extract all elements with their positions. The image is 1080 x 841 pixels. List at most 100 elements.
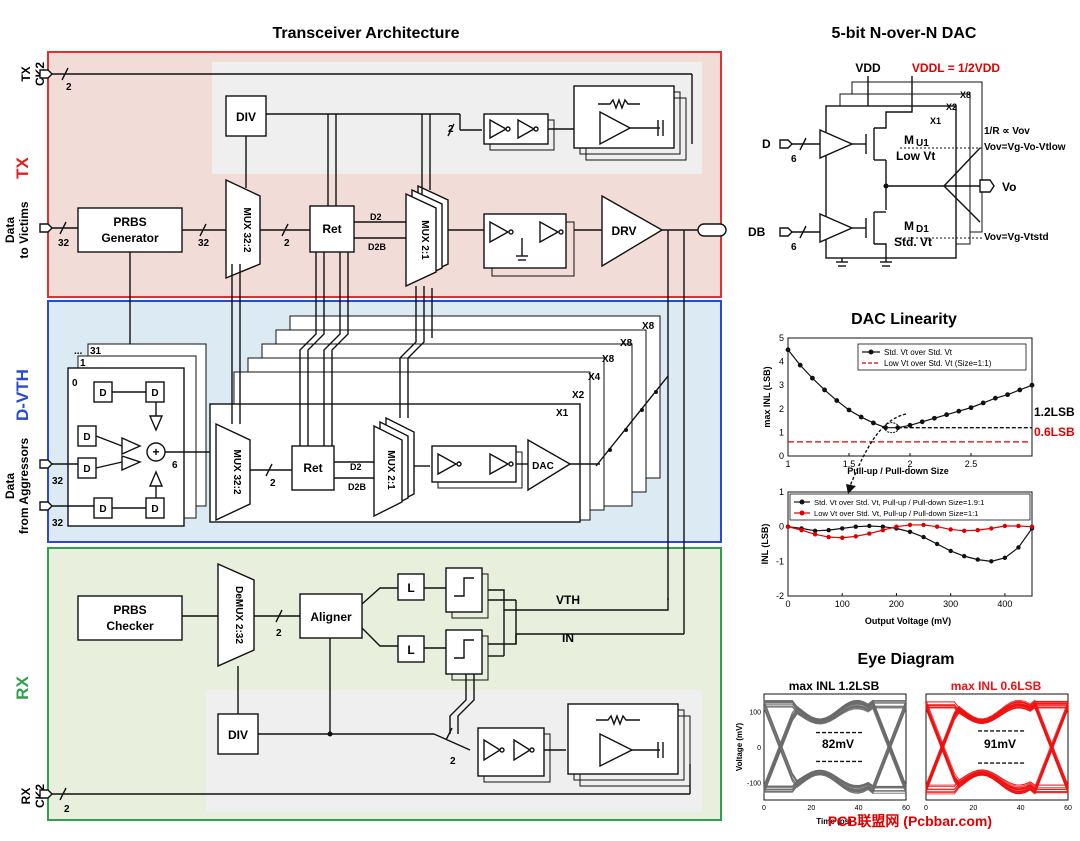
dvth-region-label: D-VTH [13, 369, 32, 421]
dac-db-bus: 6 [791, 242, 797, 253]
lin-bot-point [853, 534, 858, 539]
eye-trace [764, 704, 907, 791]
eye-title: Eye Diagram [858, 651, 955, 668]
lin-bot-point [894, 524, 899, 529]
eye-xtick-label: 0 [924, 805, 928, 812]
dac-db-input: DB [748, 225, 766, 239]
eye-trace [926, 707, 1069, 793]
dac-vo-label: Vo [1002, 180, 1016, 194]
svg-text:DeMUX 2:32: DeMUX 2:32 [233, 586, 244, 644]
svg-text:U1: U1 [916, 138, 929, 149]
linearity-callout-arrow [849, 413, 907, 487]
dac-title: 5-bit N-over-N DAC [832, 25, 977, 42]
svg-text:Checker: Checker [106, 619, 154, 633]
svg-text:D1: D1 [916, 224, 929, 235]
eye-left-title: max INL 1.2LSB [789, 679, 880, 693]
svg-text:+: + [152, 445, 159, 459]
lin-bot-point [1016, 545, 1021, 550]
lin-bot-point [948, 527, 953, 532]
dac-d-input: D [762, 137, 771, 151]
lin-top-point [822, 387, 827, 393]
lin-top-point [1017, 387, 1023, 393]
tx-ret-block [309, 205, 355, 253]
svg-text:D2: D2 [370, 212, 382, 222]
svg-text:RX: RX [19, 788, 33, 805]
dac-d-bus: 6 [791, 154, 797, 165]
svg-text:M: M [904, 219, 914, 233]
eye-trace [926, 705, 1068, 723]
linearity-ann-12: 1.2LSB [1034, 405, 1075, 419]
lin-top-point [785, 347, 791, 353]
svg-text:MUX 2:1: MUX 2:1 [385, 450, 396, 490]
svg-text:2: 2 [448, 124, 454, 135]
eye-trace [763, 699, 907, 786]
svg-text:2: 2 [276, 628, 282, 639]
rx-aligner-block [299, 593, 363, 639]
lin-bot-point [880, 524, 886, 529]
lin-top-point [846, 407, 852, 413]
eye-ylabel: Voltage (mV) [735, 723, 744, 772]
svg-text:2: 2 [66, 82, 72, 93]
svg-text:PRBS: PRBS [113, 603, 146, 617]
lin-top-ytick-label: 2 [779, 404, 784, 414]
svg-text:D2B: D2B [368, 242, 387, 252]
lin-bot-xtick-label: 0 [785, 599, 790, 609]
linearity-bot-legend-2: Low Vt over Std. Vt, Pull-up / Pull-down… [814, 509, 978, 518]
eye-xtick-label: 40 [1017, 805, 1025, 812]
lin-bot-point [907, 522, 913, 528]
svg-text:DIV: DIV [228, 728, 248, 742]
lin-top-ytick-label: 0 [779, 451, 784, 461]
dac-eq3: Vov=Vg-Vtstd [984, 232, 1049, 243]
eye-trace [925, 700, 1068, 786]
svg-text:32: 32 [58, 238, 70, 249]
linearity-arrow-head [846, 484, 856, 494]
tx-data-input: Data to Victims 32 [3, 201, 70, 258]
lin-bot-ytick-label: 1 [779, 487, 784, 497]
eye-xtick-label: 20 [969, 805, 977, 812]
dvth-dac-stack: X8 X8 X8 X4 X2 X1 [209, 315, 661, 523]
svg-text:Aligner: Aligner [310, 610, 352, 624]
svg-text:TX: TX [19, 66, 33, 81]
eye-trace [764, 701, 906, 721]
lin-top-min-marker [884, 422, 900, 434]
linearity-ann-06: 0.6LSB [1034, 425, 1075, 439]
dvth-mux21-block [373, 424, 403, 518]
svg-text:DIV: DIV [236, 110, 256, 124]
linearity-top-chart: max INL (LSB) Pull-up / Pull-down Size 1… [762, 333, 1075, 476]
svg-text:D: D [151, 504, 158, 515]
svg-text:PRBS: PRBS [113, 215, 146, 229]
eye-xtick-label: 40 [855, 805, 863, 812]
dac-mu1-label: M U1 Low Vt [896, 133, 935, 163]
linearity-top-legend-1: Std. Vt over Std. Vt [884, 348, 953, 357]
lin-top-point [980, 400, 986, 406]
svg-text:X1: X1 [556, 408, 569, 419]
lin-bot-point [962, 528, 967, 534]
svg-text:D2B: D2B [348, 482, 367, 492]
rx-in-label: IN [562, 631, 574, 645]
lin-bot-point [907, 529, 913, 535]
svg-text:M: M [904, 133, 914, 147]
lin-bot-point [826, 527, 831, 533]
rx-latch-top [397, 573, 425, 601]
lin-top-ytick-label: 5 [779, 333, 784, 343]
svg-text:31: 31 [90, 346, 102, 357]
rx-latch-bottom [397, 635, 425, 663]
tx-region-label: TX [13, 156, 32, 178]
lin-bot-point [921, 534, 926, 540]
dvth-data-input: Data from Aggressors 32 32 [3, 438, 64, 535]
lin-bot-point [1002, 555, 1008, 561]
rx-prbs-checker [77, 595, 183, 641]
eye-right-height: 91mV [984, 737, 1016, 751]
eye-ytick-label: -100 [747, 780, 761, 787]
lin-top-ytick-label: 3 [779, 380, 784, 390]
lin-bot-point [867, 523, 872, 529]
svg-text:Std. Vt: Std. Vt [894, 235, 932, 249]
lin-bot-point [962, 553, 967, 559]
lin-top-ytick-label: 4 [779, 357, 784, 367]
rx-div-block [217, 713, 259, 755]
lin-bot-point [975, 527, 980, 533]
lin-bot-point [989, 559, 994, 564]
